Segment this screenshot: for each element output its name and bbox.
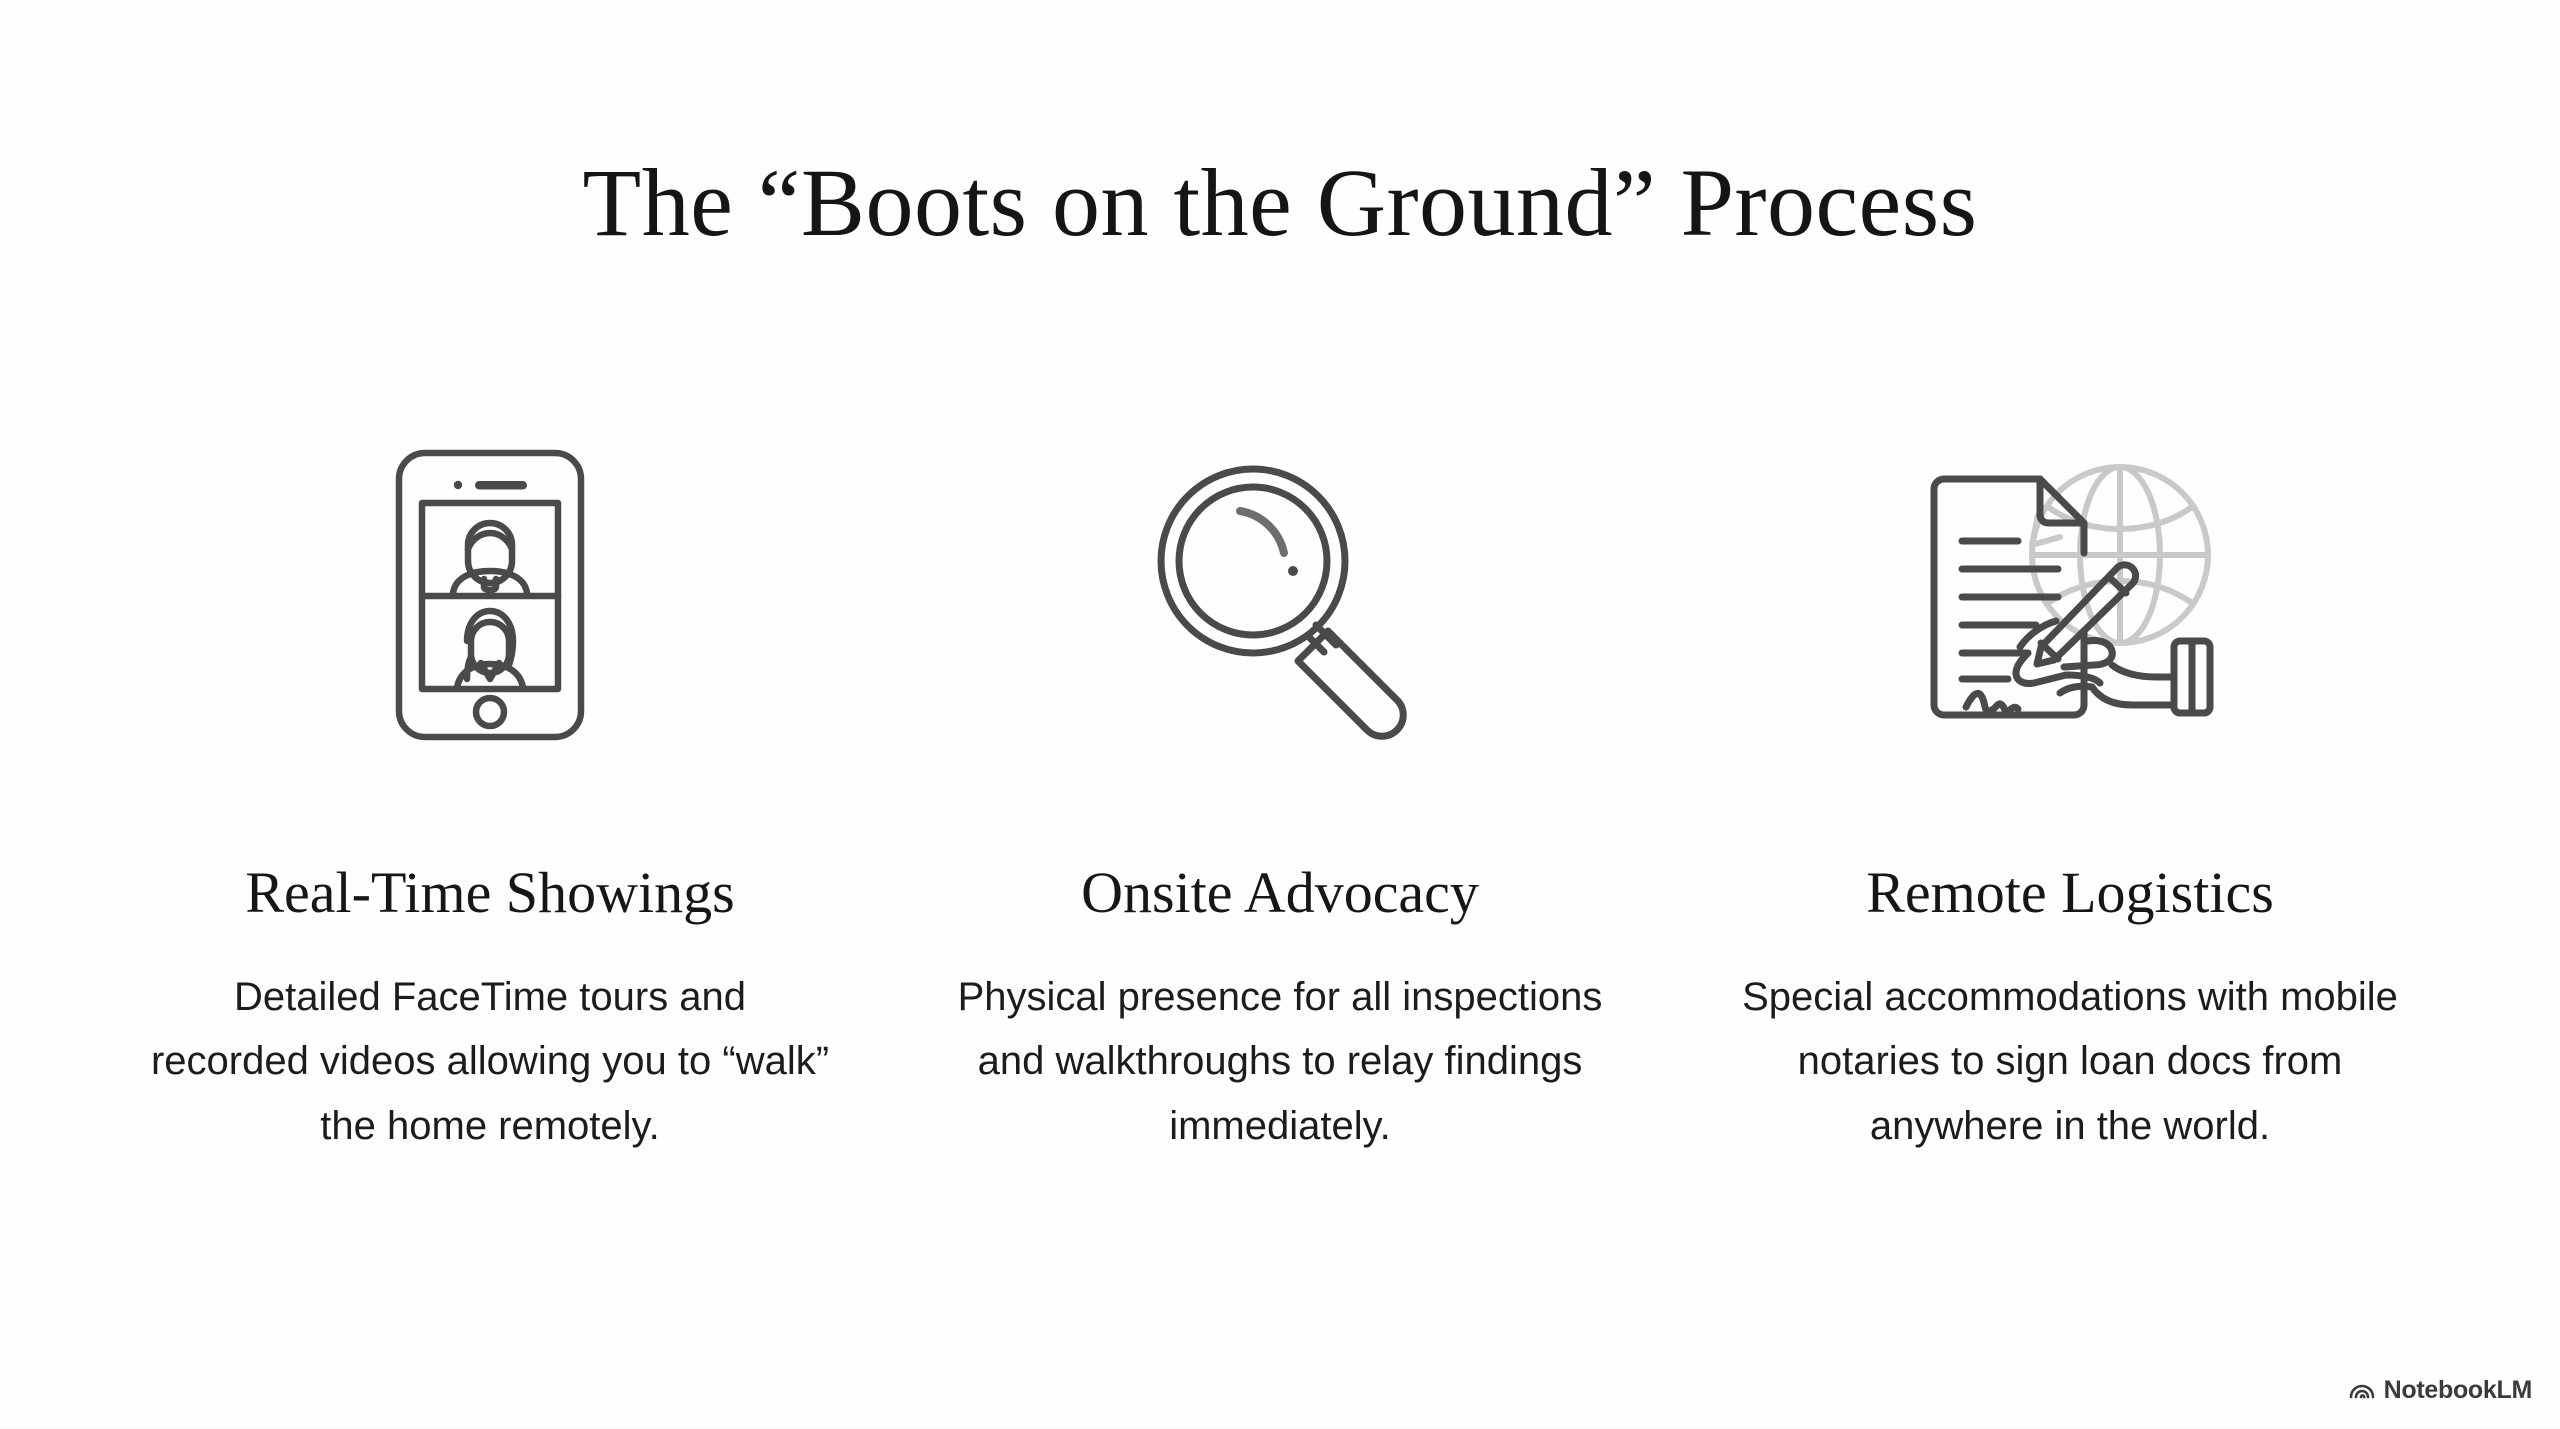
- magnifying-glass-icon: [1115, 430, 1445, 760]
- notebooklm-logo-icon: [2349, 1377, 2375, 1404]
- feature-title: Onsite Advocacy: [1081, 860, 1479, 925]
- notebooklm-label: NotebookLM: [2383, 1376, 2533, 1404]
- feature-body: Special accommodations with mobile notar…: [1742, 974, 2398, 1149]
- feature-column-onsite-advocacy: Onsite Advocacy Physical presence for al…: [885, 430, 1675, 1159]
- feature-body: Physical presence for all inspections an…: [957, 974, 1603, 1149]
- feature-title: Real-Time Showings: [245, 860, 735, 925]
- feature-title: Remote Logistics: [1866, 860, 2274, 925]
- video-call-phone-icon: [325, 430, 655, 760]
- feature-column-real-time-showings: Real-Time Showings Detailed FaceTime tou…: [95, 430, 885, 1159]
- document-signing-globe-icon: [1905, 430, 2235, 760]
- bottom-divider: [0, 1427, 2560, 1429]
- feature-columns: Real-Time Showings Detailed FaceTime tou…: [0, 430, 2560, 1159]
- notebooklm-watermark: NotebookLM: [2349, 1376, 2532, 1405]
- feature-column-remote-logistics: Remote Logistics Special accommodations …: [1675, 430, 2465, 1159]
- feature-body: Detailed FaceTime tours and recorded vid…: [150, 974, 830, 1149]
- page-title: The “Boots on the Ground” Process: [582, 149, 1978, 256]
